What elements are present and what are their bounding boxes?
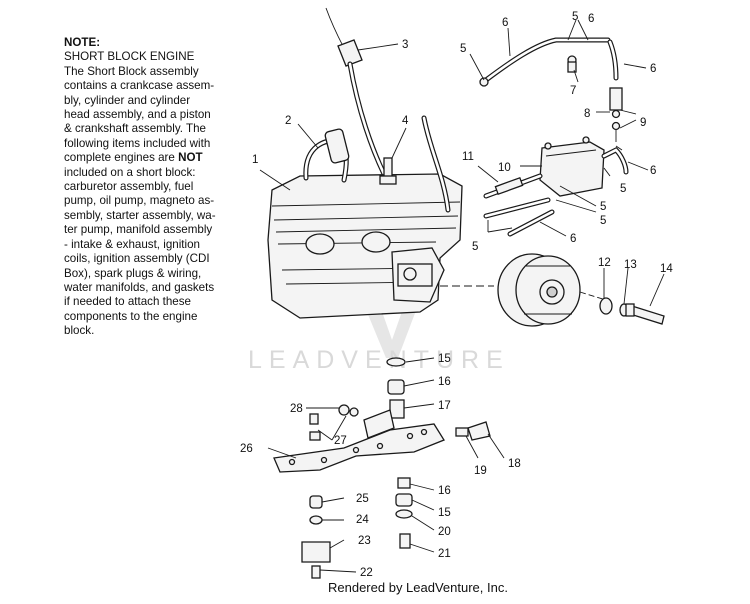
callout-8: 8 — [584, 108, 590, 120]
note-line: coils, ignition assembly (CDI — [64, 252, 210, 266]
flywheel-bolt-set — [599, 297, 665, 325]
callout-15b: 15 — [438, 507, 451, 519]
note-title: NOTE: — [64, 36, 101, 49]
callout-16a: 16 — [438, 376, 451, 388]
callout-24: 24 — [356, 514, 369, 526]
callout-7: 7 — [570, 85, 576, 97]
coolant-hose — [421, 115, 451, 213]
callout-12: 12 — [598, 257, 611, 269]
callout-19: 19 — [474, 465, 487, 477]
callout-1: 1 — [252, 154, 258, 166]
note-line: Box), spark plugs & wiring, — [64, 266, 202, 280]
note-line: components to the engine — [64, 309, 198, 323]
note-line: contains a crankcase assem- — [64, 79, 215, 93]
note-line: included on a short block: — [64, 165, 196, 179]
plate-hardware-left — [309, 404, 359, 441]
note-line: bly, cylinder and cylinder — [64, 93, 191, 107]
note-line: The Short Block assembly — [64, 64, 199, 78]
note-line: head assembly, and a piston — [64, 108, 211, 122]
callout-27: 27 — [334, 435, 347, 447]
fuel-pump — [539, 136, 629, 197]
note-line: sembly, starter assembly, wa- — [64, 208, 216, 222]
engine-mount-plate — [273, 409, 445, 473]
inline-fuel-filter — [609, 87, 623, 142]
callout-6b: 6 — [650, 63, 656, 75]
callout-5e: 5 — [600, 215, 606, 227]
callout-4: 4 — [402, 115, 409, 127]
callout-3: 3 — [402, 39, 408, 51]
callout-28: 28 — [290, 403, 303, 415]
note-line-not: complete engines are NOT — [64, 151, 242, 165]
callout-6c: 6 — [650, 165, 656, 177]
callout-14: 14 — [660, 263, 673, 275]
throttle-cable — [325, 7, 389, 181]
mount-bolt-right — [455, 421, 491, 441]
cylinder-fitting — [379, 157, 397, 185]
callout-16b: 16 — [438, 485, 451, 497]
magneto-flywheel — [497, 253, 581, 327]
center-mount-hardware — [386, 357, 406, 419]
callout-2: 2 — [285, 115, 291, 127]
left-lower-hardware — [301, 495, 331, 579]
spark-plug-wires — [303, 128, 350, 183]
callout-5a: 5 — [460, 43, 466, 55]
callout-21: 21 — [438, 548, 451, 560]
callout-5f: 5 — [472, 241, 478, 253]
leader-lines — [259, 19, 665, 573]
note-line: ter pump, manifold assembly — [64, 223, 213, 237]
note-line: block. — [64, 324, 95, 338]
note-line: SHORT BLOCK ENGINE — [64, 50, 195, 64]
upper-fuel-lines — [479, 37, 619, 87]
watermark-text: LEADVENTURE — [248, 346, 510, 374]
note-line: if needed to attach these — [64, 295, 191, 309]
note-line: pump, oil pump, magneto as- — [64, 194, 215, 208]
callout-26: 26 — [240, 443, 253, 455]
bolt-centerline — [579, 291, 607, 301]
callout-5d: 5 — [600, 201, 606, 213]
note-line-prefix: complete engines are — [64, 151, 179, 165]
callout-13: 13 — [624, 259, 637, 271]
note-line: & crankshaft assembly. The — [64, 122, 206, 136]
engine-short-block — [267, 173, 463, 319]
callout-10: 10 — [498, 162, 511, 174]
note-line: - intake & exhaust, ignition — [64, 237, 200, 251]
callout-6e: 6 — [588, 13, 594, 25]
note-line: carburetor assembly, fuel — [64, 180, 194, 194]
note-line: water manifolds, and gaskets — [64, 280, 215, 294]
callout-6a: 6 — [502, 17, 508, 29]
callout-23: 23 — [358, 535, 371, 547]
callout-9: 9 — [640, 117, 646, 129]
rendered-by-footer: Rendered by LeadVenture, Inc. — [328, 580, 508, 595]
fuel-pump-hoses — [483, 173, 555, 237]
callout-5c: 5 — [620, 183, 626, 195]
short-block-note: NOTE: SHORT BLOCK ENGINE The Short Block… — [64, 36, 242, 339]
callout-17: 17 — [438, 400, 451, 412]
callout-11: 11 — [462, 151, 474, 163]
callout-15a: 15 — [438, 353, 451, 365]
callout-22: 22 — [360, 567, 373, 579]
callout-25: 25 — [356, 493, 369, 505]
lower-mount-hardware — [395, 477, 413, 549]
callout-numbers: 1 2 3 4 5 5 5 5 5 5 6 6 6 6 6 7 8 9 10 1… — [240, 11, 673, 579]
callout-5b: 5 — [572, 11, 578, 23]
note-emphasis: NOT — [178, 151, 203, 165]
callout-20: 20 — [438, 526, 451, 538]
callout-18: 18 — [508, 458, 521, 470]
note-line: following items included with — [64, 136, 211, 150]
callout-6d: 6 — [570, 233, 576, 245]
